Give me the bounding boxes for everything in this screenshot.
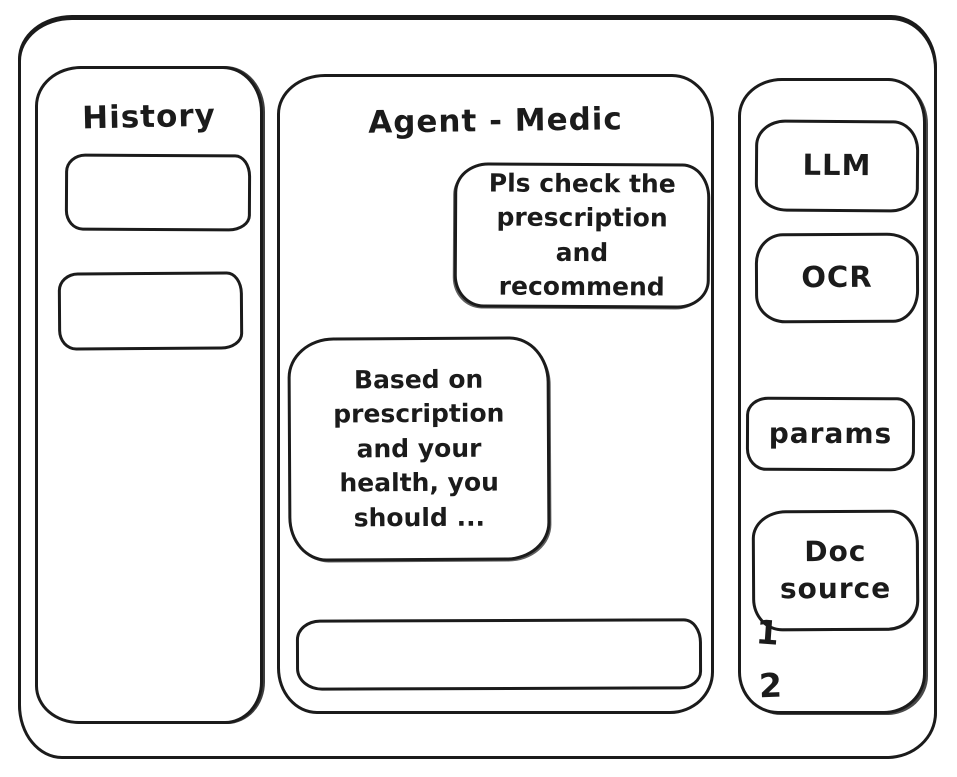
llm-button[interactable]: LLM bbox=[754, 119, 920, 213]
llm-button-label: LLM bbox=[802, 147, 872, 183]
message-input[interactable] bbox=[295, 618, 703, 691]
params-button[interactable]: params bbox=[745, 396, 916, 472]
params-button-label: params bbox=[768, 416, 893, 451]
doc-source-list-item-2[interactable]: 2 bbox=[758, 665, 783, 706]
user-message-bubble: Pls check the prescription and recommend bbox=[453, 162, 711, 309]
history-item[interactable] bbox=[57, 271, 244, 351]
history-sidebar: History bbox=[35, 66, 263, 724]
user-message-text: Pls check the prescription and recommend bbox=[488, 168, 676, 302]
doc-source-list-item-1[interactable]: 1 bbox=[754, 612, 781, 653]
chat-panel: Agent - Medic Pls check the prescription… bbox=[277, 74, 714, 714]
tools-sidebar: LLM OCR params Doc source 1 2 bbox=[738, 78, 926, 714]
history-item[interactable] bbox=[64, 153, 252, 232]
doc-source-button-label: Doc source bbox=[779, 534, 892, 605]
ocr-button-label: OCR bbox=[801, 259, 873, 295]
history-title: History bbox=[81, 97, 217, 137]
assistant-message-text: Based on prescription and your health, y… bbox=[333, 364, 505, 533]
chat-title: Agent - Medic bbox=[367, 101, 624, 141]
ocr-button[interactable]: OCR bbox=[754, 232, 920, 324]
assistant-message-bubble: Based on prescription and your health, y… bbox=[287, 336, 551, 562]
